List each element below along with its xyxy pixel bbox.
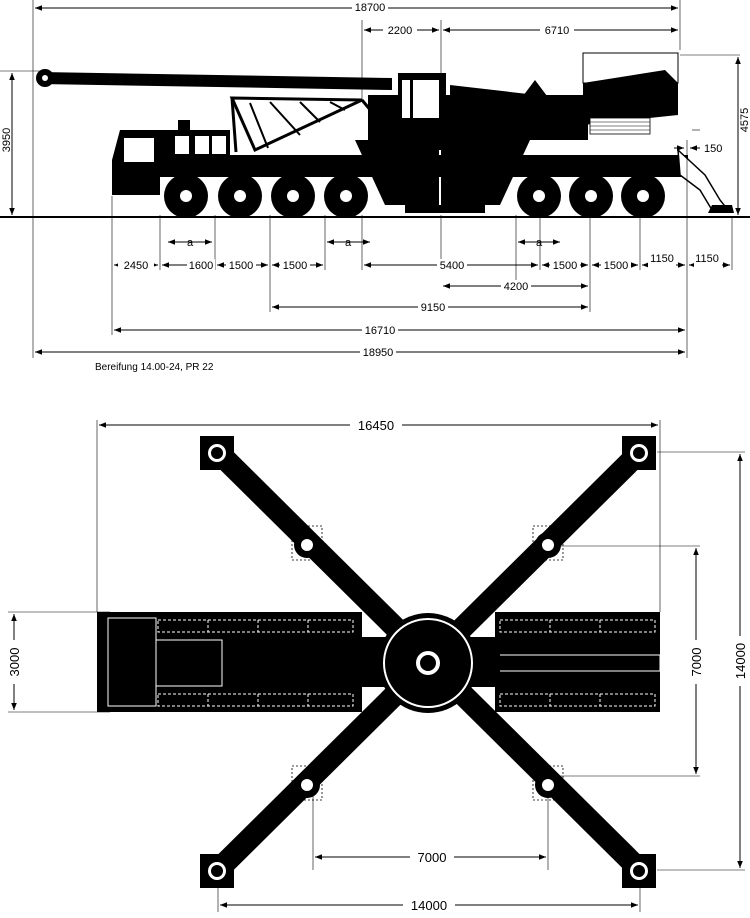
dim-axle-a3: a	[536, 237, 543, 249]
pad	[200, 436, 234, 470]
dim-height-total: 4575	[739, 108, 750, 132]
dim-axle-6-7: 1500	[604, 260, 628, 272]
dim-rear-2: 1150	[695, 253, 719, 265]
top-extension-lines	[8, 420, 745, 912]
outrigger-pads	[200, 436, 656, 888]
dim-base-outer: 14000	[411, 898, 447, 913]
dim-support-inner: 7000	[689, 648, 704, 677]
side-dimension-labels: 18700 2200 6710 3950 4575 150 a a a 2450…	[1, 1, 750, 373]
dim-height-cab: 3950	[1, 128, 13, 152]
dim-outrigger-width: 16450	[358, 418, 394, 433]
jack	[291, 525, 323, 561]
jack	[532, 765, 564, 801]
top-dimension-labels: 16450 3000 7000 14000 7000 14000	[4, 416, 750, 914]
pad	[622, 436, 656, 470]
dim-span-4200: 4200	[504, 281, 528, 293]
dim-front-overhang: 2450	[124, 260, 148, 272]
wheel	[271, 174, 315, 218]
dim-total-top: 18700	[355, 2, 386, 14]
dim-superstructure-a: 2200	[388, 25, 412, 37]
carrier	[112, 120, 734, 213]
dim-axle-5-6: 1500	[553, 260, 577, 272]
side-view: 18700 2200 6710 3950 4575 150 a a a 2450…	[0, 0, 750, 373]
dim-axle-1-2: 1600	[189, 260, 213, 272]
wheel	[218, 174, 262, 218]
boom	[36, 69, 392, 153]
dim-base-inner: 7000	[418, 850, 447, 865]
tyre-note: Bereifung 14.00-24, PR 22	[95, 362, 214, 373]
dim-support-outer: 14000	[733, 643, 748, 679]
jack	[532, 525, 564, 561]
dim-carrier-width: 3000	[7, 648, 22, 677]
dim-center-span: 5400	[440, 260, 464, 272]
wheel	[324, 174, 368, 218]
wheel	[517, 174, 561, 218]
dim-axle-2-3: 1500	[229, 260, 253, 272]
dim-rear-1: 1150	[650, 253, 674, 265]
extension-lines	[0, 0, 740, 358]
dim-superstructure-b: 6710	[545, 25, 569, 37]
wheel	[621, 174, 665, 218]
dim-span-16710: 16710	[365, 325, 396, 337]
wheel	[569, 174, 613, 218]
wheel	[164, 174, 208, 218]
dim-span-9150: 9150	[421, 302, 445, 314]
pad	[200, 854, 234, 888]
pad	[622, 854, 656, 888]
support-jacks	[291, 525, 564, 801]
dim-outrigger-offset: 150	[704, 143, 722, 155]
dim-axle-3-4: 1500	[283, 260, 307, 272]
slewing-ring	[378, 613, 478, 713]
wheels	[164, 174, 665, 218]
top-view: 16450 3000 7000 14000 7000 14000	[4, 416, 750, 914]
dim-axle-a1: a	[187, 237, 194, 249]
dim-span-18950: 18950	[363, 347, 394, 359]
dim-axle-a2: a	[345, 237, 352, 249]
jack	[291, 765, 323, 801]
